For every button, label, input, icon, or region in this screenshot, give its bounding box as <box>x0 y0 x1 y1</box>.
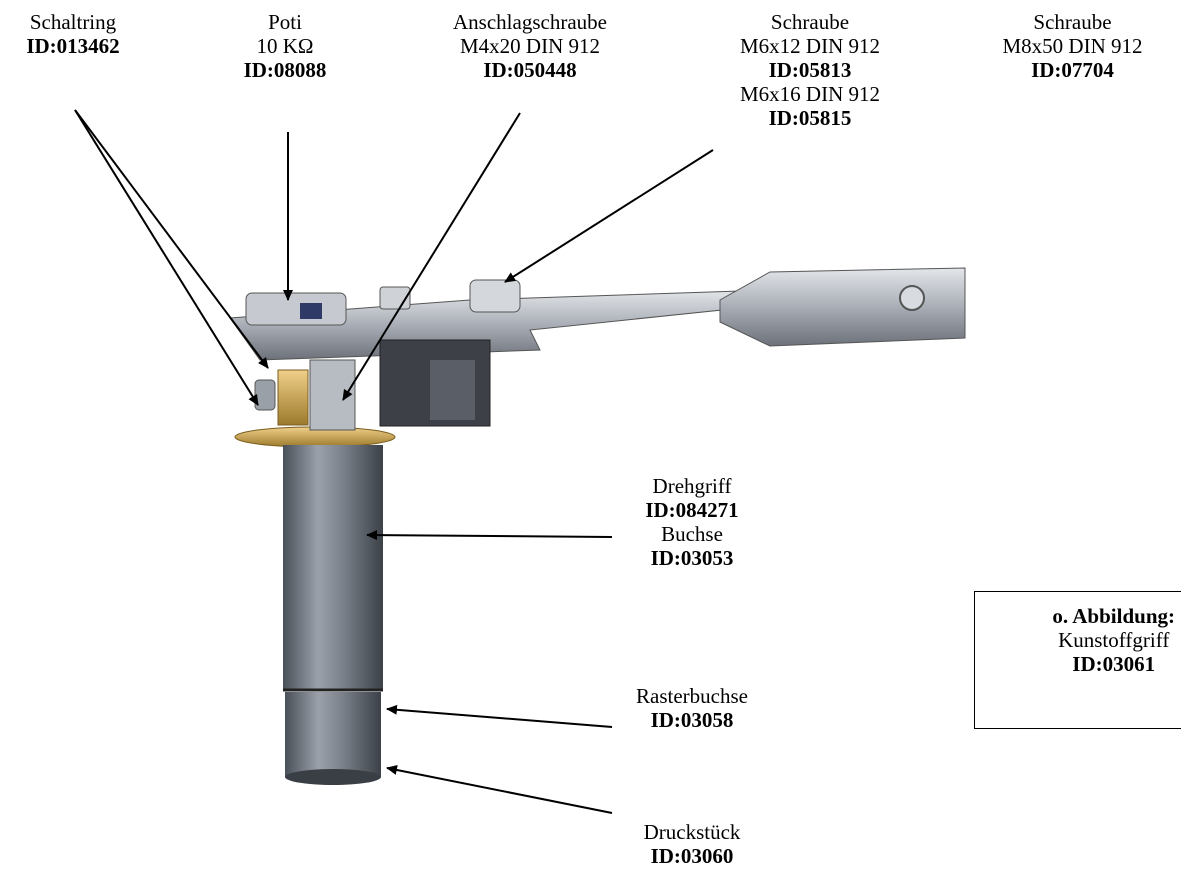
poti-id: ID:08088 <box>243 58 327 82</box>
note-title: o. Abbildung: <box>1052 604 1175 628</box>
leader-lines <box>74 109 714 814</box>
arrow-drehgriff <box>366 530 613 541</box>
arrow-schraube-m6 <box>504 149 714 283</box>
drehgriff-name: Drehgriff <box>652 474 732 498</box>
poti-body <box>300 303 322 319</box>
lever-arm <box>229 267 966 361</box>
poti-spec: 10 KΩ <box>256 34 314 58</box>
druckstueck-id: ID:03060 <box>650 844 734 868</box>
schraube-m6-id1: ID:05813 <box>768 58 852 82</box>
buchse-name: Buchse <box>661 522 723 546</box>
note-line2: ID:03061 <box>1072 652 1156 676</box>
label-anschlagschraube: Anschlagschraube M4x20 DIN 912 ID:050448 <box>420 10 640 82</box>
buchse-id: ID:03053 <box>650 546 734 570</box>
note-line1: Kunstoffgriff <box>1058 628 1170 652</box>
arrow-anschlagschraube <box>342 112 521 401</box>
screw-head <box>469 279 521 313</box>
label-drehgriff: Drehgriff ID:084271 Buchse ID:03053 <box>612 474 772 570</box>
rasterbuchse-id: ID:03058 <box>650 708 734 732</box>
label-poti: Poti 10 KΩ ID:08088 <box>215 10 355 82</box>
arrow-schaltring-a <box>74 109 269 369</box>
schraube-m8-id: ID:07704 <box>1031 58 1114 82</box>
grip-tube <box>283 445 383 785</box>
schraube-m6-name: Schraube <box>770 10 850 34</box>
label-schraube-m6: Schraube M6x12 DIN 912 ID:05813 M6x16 DI… <box>710 10 910 130</box>
schaltring-id: ID:013462 <box>26 34 120 58</box>
schraube-m6-spec1: M6x12 DIN 912 <box>740 34 880 58</box>
arrow-rasterbuchse <box>386 704 613 728</box>
label-druckstueck: Druckstück ID:03060 <box>612 820 772 868</box>
schaltring-name: Schaltring <box>29 10 117 34</box>
anschlagschraube-id: ID:050448 <box>483 58 577 82</box>
arrow-schaltring-b <box>74 109 259 406</box>
note-box: o. Abbildung: Kunstoffgriff ID:03061 <box>974 591 1181 729</box>
switch-ring <box>234 359 396 448</box>
schraube-m8-name: Schraube <box>1033 10 1112 34</box>
label-schaltring: Schaltring ID:013462 <box>6 10 140 58</box>
lever-hole <box>899 285 925 311</box>
schraube-m6-id2: ID:05815 <box>768 106 852 130</box>
poti-name: Poti <box>268 10 302 34</box>
label-schraube-m8: Schraube M8x50 DIN 912 ID:07704 <box>970 10 1175 82</box>
label-rasterbuchse: Rasterbuchse ID:03058 <box>612 684 772 732</box>
rasterbuchse-name: Rasterbuchse <box>636 684 748 708</box>
schraube-m6-spec2: M6x16 DIN 912 <box>740 82 880 106</box>
anschlagschraube-spec: M4x20 DIN 912 <box>460 34 600 58</box>
drehgriff-id: ID:084271 <box>645 498 739 522</box>
schraube-m8-spec: M8x50 DIN 912 <box>1002 34 1143 58</box>
anschlagschraube-name: Anschlagschraube <box>453 10 607 34</box>
druckstueck-name: Druckstück <box>643 820 741 844</box>
arrow-druckstueck <box>386 765 613 814</box>
